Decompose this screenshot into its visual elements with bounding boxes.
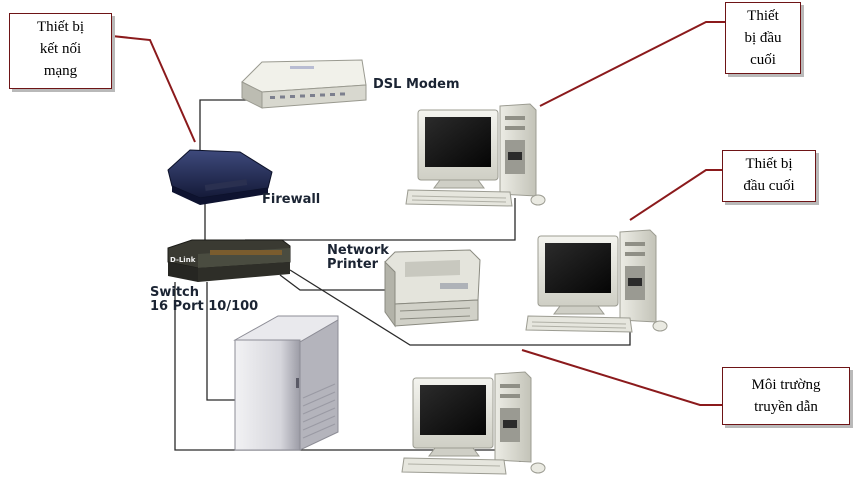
callout-end-device-top-line-1: Thiết [747, 8, 779, 24]
server-device [233, 315, 339, 451]
callout-end-device-top: Thiết bị đầu cuối [725, 2, 801, 74]
network-printer-device [384, 249, 481, 328]
firewall-label: Firewall [262, 192, 321, 207]
leader-end-device-mid [629, 169, 722, 221]
dsl-modem-label: DSL Modem [373, 77, 460, 92]
leader-medium [521, 349, 722, 406]
cable-switch-printer [279, 274, 395, 291]
callout-network-device: Thiết bị kết nối mạng [9, 13, 112, 89]
switch-brand-text: D-Link [170, 256, 196, 264]
callout-transmission-medium-line-2: truyền dẫn [754, 399, 818, 415]
callout-network-device-line-1: Thiết bị [36, 19, 85, 35]
firewall-device [167, 149, 273, 205]
computer-top [405, 103, 546, 207]
callout-transmission-medium: Môi trường truyền dẫn [722, 367, 850, 425]
switch-label-line-1: Switch [150, 285, 200, 300]
computer-bottom [401, 371, 546, 475]
callout-end-device-top-line-2: bị đầu [744, 30, 782, 46]
callout-end-device-mid-line-1: Thiết bị [745, 156, 793, 172]
network-printer-label-line-1: Network [327, 243, 389, 258]
dsl-modem-device [241, 59, 367, 109]
cable-switch-server [206, 282, 240, 401]
switch-device: D-Link [167, 239, 291, 282]
callout-network-device-line-3: mạng [43, 63, 78, 79]
callout-end-device-mid: Thiết bị đầu cuối [722, 150, 816, 202]
callout-end-device-top-line-3: cuối [750, 52, 776, 68]
callout-leaders [111, 21, 725, 406]
switch-label: Switch 16 Port 10/100 [150, 286, 258, 314]
network-printer-label: Network Printer [327, 244, 389, 272]
callout-end-device-mid-line-2: đầu cuối [743, 178, 795, 194]
callout-transmission-medium-line-1: Môi trường [751, 377, 821, 393]
callout-network-device-line-2: kết nối [39, 41, 82, 57]
cable-switch-pc1 [245, 198, 516, 241]
cable-modem-firewall [199, 99, 258, 160]
leader-network-device [111, 35, 196, 143]
network-printer-label-line-2: Printer [327, 257, 379, 272]
leader-end-device-top [539, 21, 725, 107]
switch-label-line-2: 16 Port 10/100 [150, 299, 259, 314]
cable-switch-pc2 [289, 269, 631, 346]
computer-middle [525, 229, 668, 333]
